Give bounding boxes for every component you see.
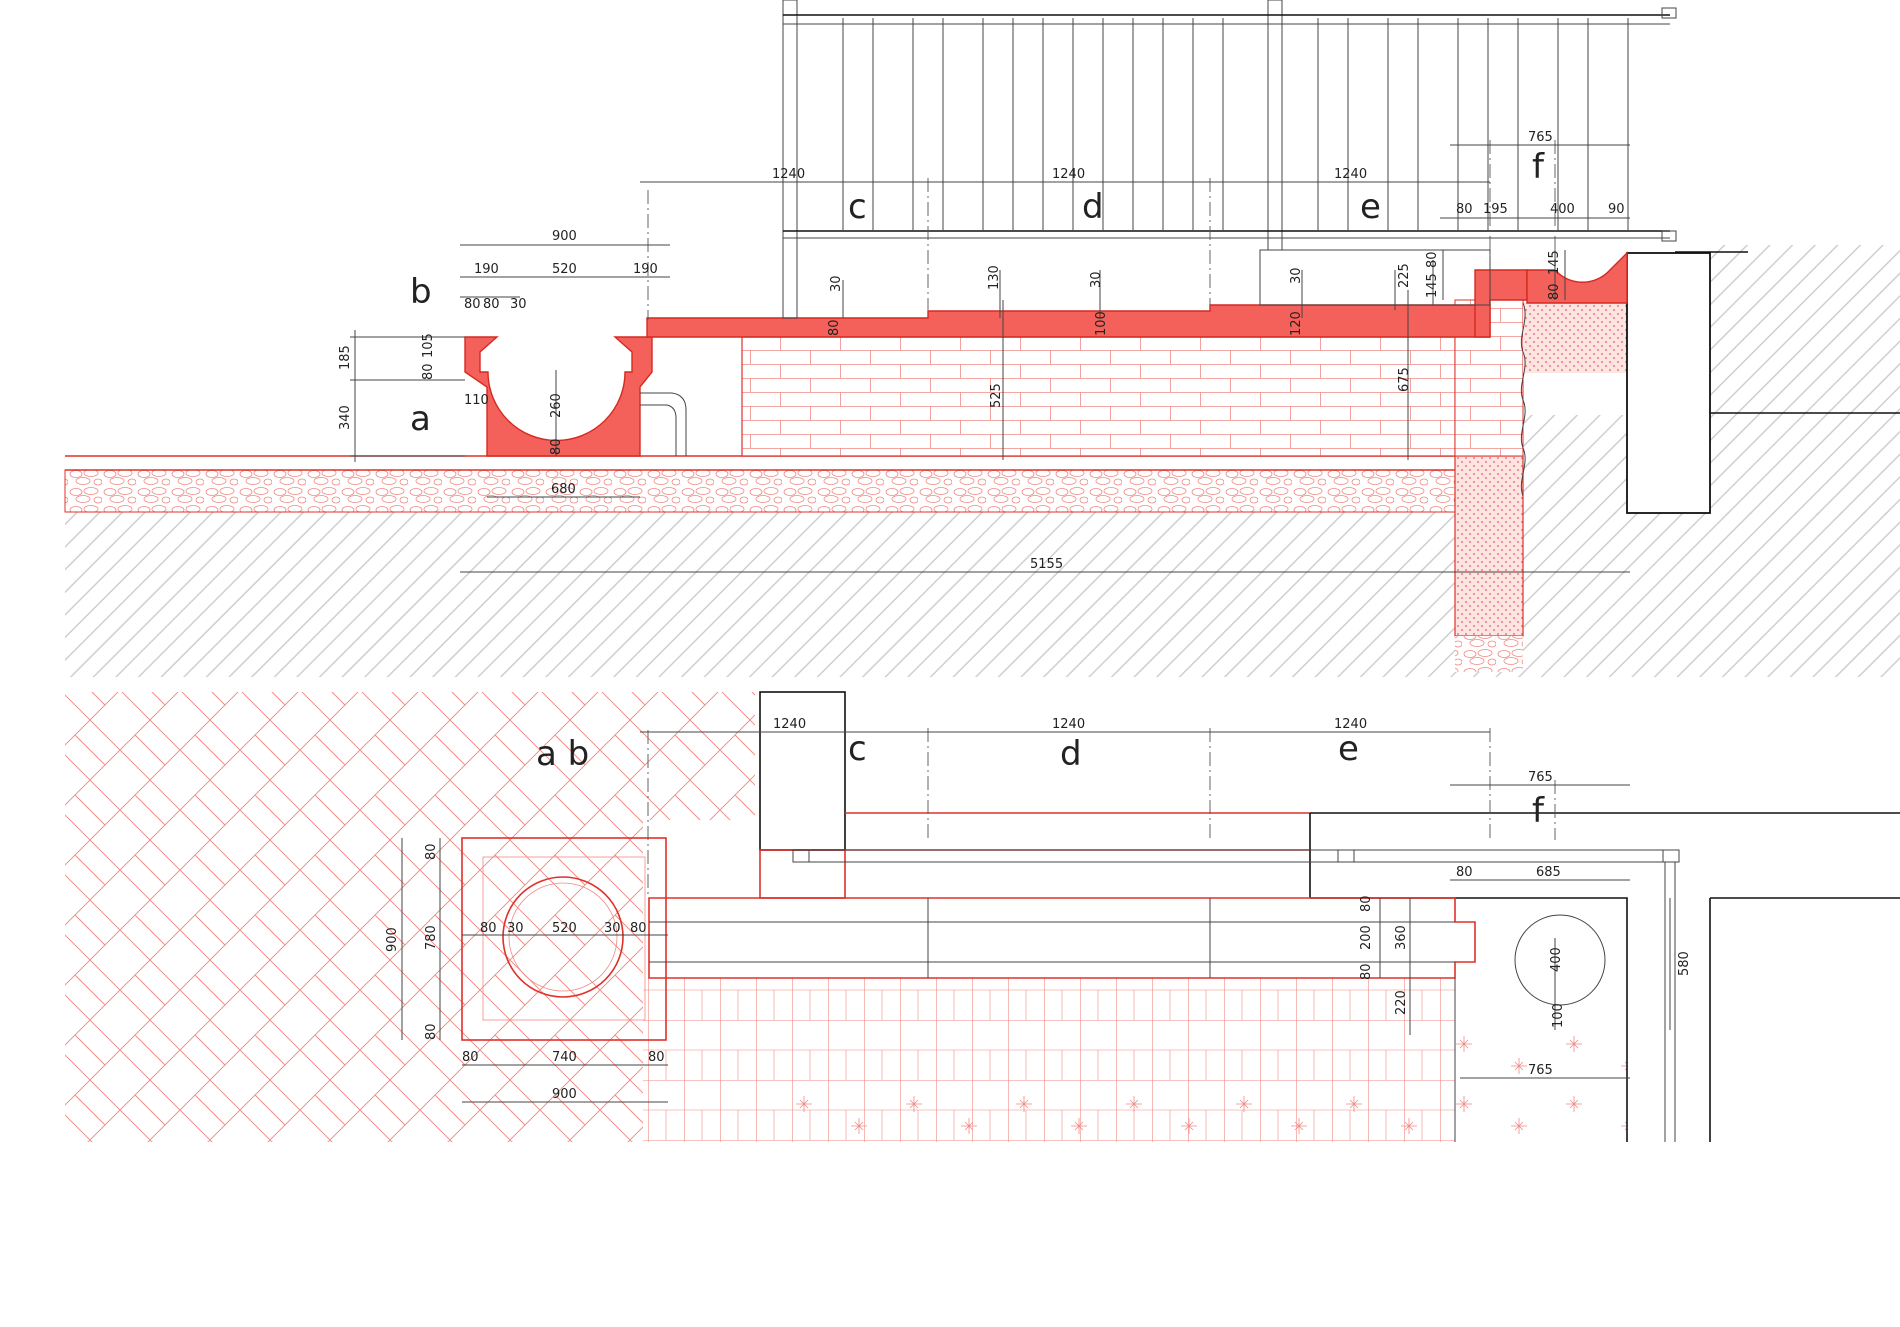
dim-text: 220 [1394,990,1409,1015]
label-f-plan: f [1532,791,1545,831]
dim-text: 80 [630,921,647,936]
dim-text: 525 [989,383,1004,408]
dim-text: 200 [1359,925,1374,950]
dim-text: 195 [1483,202,1508,217]
dim-text: 190 [633,262,658,277]
dim-text: 5155 [1030,557,1063,572]
dim-text: 80 [464,297,481,312]
dim-text: 110 [464,393,489,408]
dim-text: 765 [1528,770,1553,785]
dim-text: 680 [551,482,576,497]
dim-text: 130 [987,265,1002,290]
section-view: b a c d e f 1240 1240 1240 765 80 195 40… [64,0,1900,677]
dim-text: 30 [1089,271,1104,288]
dim-text: 520 [552,921,577,936]
dim-text: 145 [1547,250,1562,275]
dim-text: 900 [552,229,577,244]
label-c-plan: c [848,729,867,769]
brick-block [741,336,1456,457]
dim-text: 1240 [1334,717,1367,732]
dim-text: 90 [1608,202,1625,217]
dim-text: 100 [1094,311,1109,336]
dotted-fill [1523,303,1627,373]
dim-text: 1240 [772,167,805,182]
label-c: c [848,187,867,227]
dim-text: 80 [480,921,497,936]
dim-text: 685 [1536,865,1561,880]
dim-text: 1240 [773,717,806,732]
dim-text: 740 [552,1050,577,1065]
dim-text: 30 [1289,267,1304,284]
dim-text: 185 [338,345,353,370]
gutter [1526,251,1628,304]
dim-text: 1240 [1052,717,1085,732]
section-dimension-lines [350,144,1630,573]
label-e-plan: e [1338,729,1359,769]
railing [782,0,1748,319]
drain-box [461,837,667,1041]
dim-text: 80 [462,1050,479,1065]
dim-text: 520 [552,262,577,277]
label-a: a [410,399,431,439]
dim-text: 30 [510,297,527,312]
dim-text: 80 [827,319,842,336]
dim-text: 225 [1397,263,1412,288]
dim-text: 900 [385,927,400,952]
dim-text: 100 [1551,1003,1566,1028]
dim-text: 675 [1397,367,1412,392]
dim-text: 80 [483,297,500,312]
label-d-plan: d [1060,734,1082,774]
label-ab: a b [536,734,589,774]
top-slab [646,304,1491,338]
retaining-wall [1626,252,1711,514]
drain-channel [464,336,653,457]
planting-area-right [1455,1025,1627,1142]
dim-text: 765 [1528,1063,1553,1078]
ground-hatch [65,512,1900,677]
label-b: b [410,272,432,312]
dim-text: 80 [424,1023,439,1040]
dim-text: 80 [648,1050,665,1065]
dim-text: 1240 [1334,167,1367,182]
dim-text: 30 [829,275,844,292]
dim-text: 400 [1550,202,1575,217]
label-e: e [1360,187,1381,227]
planting-area [775,1095,1455,1142]
drain-grate [502,876,624,998]
dim-text: 80 [421,363,436,380]
dim-text: 30 [507,921,524,936]
dim-text: 360 [1394,925,1409,950]
dim-text: 780 [424,925,439,950]
dim-text: 900 [552,1087,577,1102]
dim-text: 580 [1677,951,1692,976]
footing [1454,455,1524,637]
dim-text: 340 [338,405,353,430]
plan-gutter-circle [1514,914,1606,1006]
dim-text: 80 [1456,865,1473,880]
dim-text: 80 [1547,283,1562,300]
dim-text: 80 [1359,963,1374,980]
dim-text: 145 [1425,273,1440,298]
dim-text: 190 [474,262,499,277]
dim-text: 765 [1528,130,1553,145]
dim-text: 80 [1456,202,1473,217]
dim-text: 80 [1425,251,1440,268]
label-d: d [1082,187,1104,227]
dim-text: 120 [1289,311,1304,336]
dim-text: 80 [1359,895,1374,912]
dim-text: 80 [424,843,439,860]
dim-text: 80 [549,438,564,455]
dim-text: 400 [1549,947,1564,972]
gravel-bed [64,469,1456,513]
plan-view: a b c d e f 1240 1240 1240 765 80 685 90… [65,691,1900,1142]
dim-text: 260 [549,393,564,418]
dim-text: 1240 [1052,167,1085,182]
label-f: f [1532,147,1545,187]
herringbone-paving [65,692,755,1142]
dim-text: 30 [604,921,621,936]
dim-text: 105 [421,333,436,358]
